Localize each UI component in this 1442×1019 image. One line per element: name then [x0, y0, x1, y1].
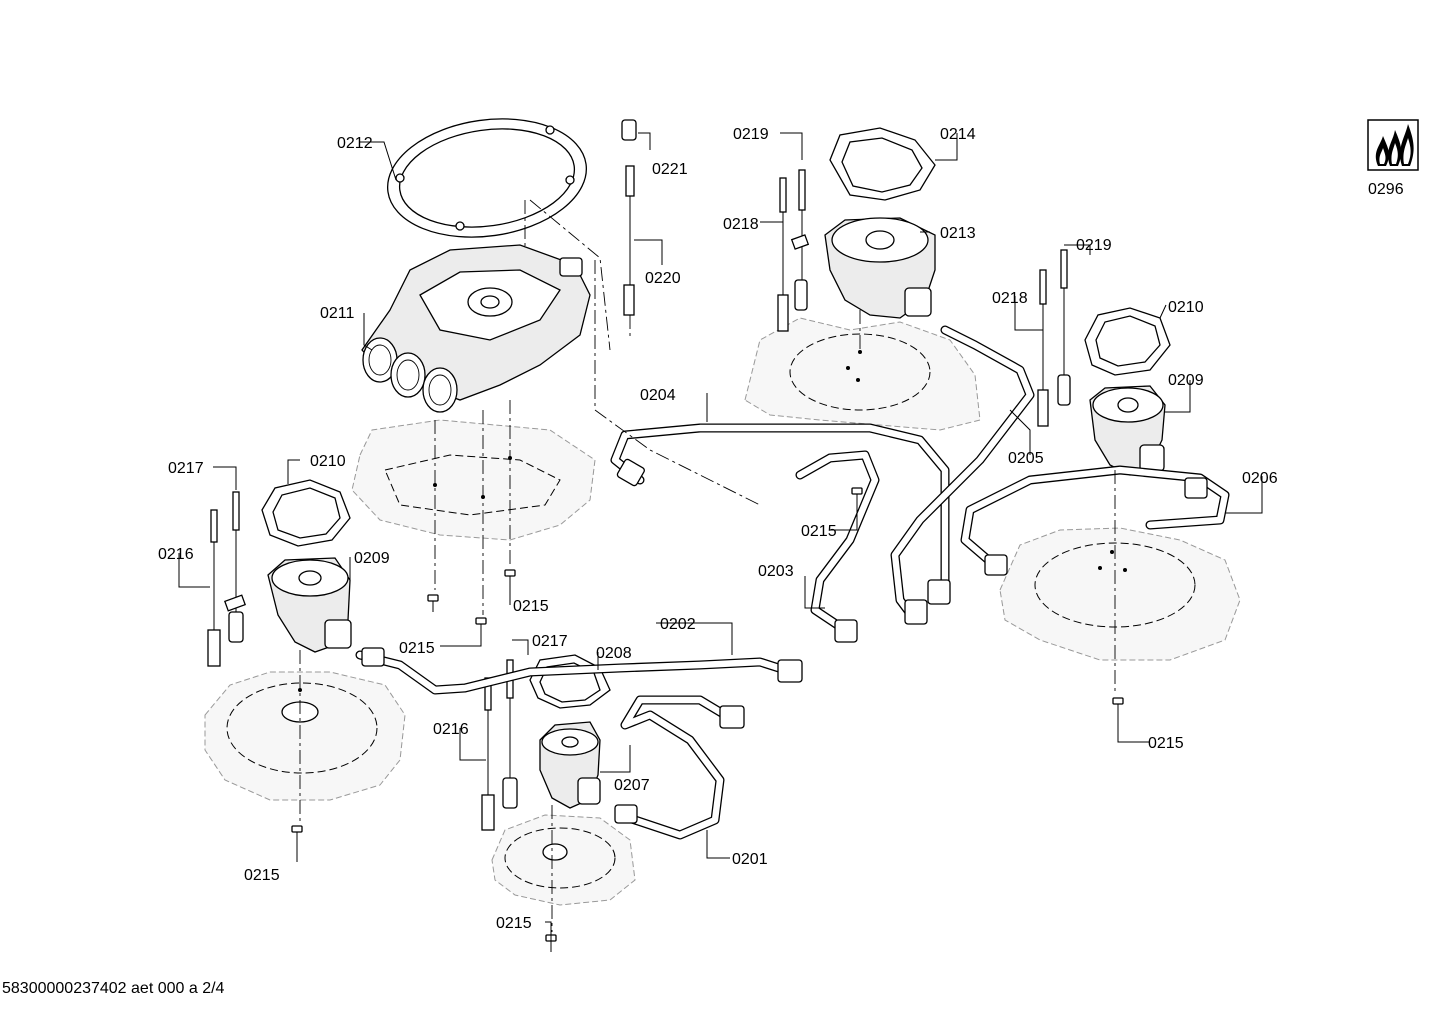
label-0203: 0203: [758, 563, 794, 580]
label-0215-center-a: 0215: [513, 598, 549, 615]
label-0209-right: 0209: [1168, 372, 1204, 389]
label-0212: 0212: [337, 135, 373, 152]
gas-pipe-0202: [355, 647, 803, 695]
label-0219-right: 0219: [1076, 237, 1112, 254]
burner-cap-top-right: [744, 317, 981, 431]
label-0215-center-b: 0215: [399, 640, 435, 657]
gas-pipe-0203: [795, 450, 880, 643]
screw-0215-left: [291, 825, 303, 843]
label-0202: 0202: [660, 616, 696, 633]
label-0214: 0214: [940, 126, 976, 143]
gas-pipe-0206: [960, 465, 1230, 576]
label-0206: 0206: [1242, 470, 1278, 487]
label-0220: 0220: [645, 270, 681, 287]
label-0210-right: 0210: [1168, 299, 1204, 316]
gas-pipe-0201: [614, 695, 745, 840]
gasket-ring-0212: [386, 118, 588, 238]
part-labels: 0212 0221 0220 0211 0219 0214 0218 0213 …: [158, 126, 1404, 932]
gasket-0210-left: [261, 479, 351, 547]
label-0208: 0208: [596, 645, 632, 662]
label-0209-left: 0209: [354, 550, 390, 567]
label-0217-left: 0217: [168, 460, 204, 477]
burner-body-0211: [361, 244, 591, 413]
burner-0213: [824, 217, 936, 319]
label-0215-right: 0215: [1148, 735, 1184, 752]
label-0201: 0201: [732, 851, 768, 868]
thermocouple-0218-top: [777, 177, 789, 332]
gasket-0214: [829, 127, 936, 201]
burner-cap-bottom: [491, 814, 636, 906]
thermocouple-0216-left: [207, 509, 221, 667]
screw-0215-center-c: [475, 617, 487, 634]
document-footer-code: 58300000237402 aet 000 a 2/4: [2, 980, 225, 997]
leader-lines: [178, 132, 1263, 952]
screw-0215-center-a: [504, 569, 516, 586]
label-0221: 0221: [652, 161, 688, 178]
burner-cap-center: [351, 419, 596, 541]
label-0205: 0205: [1008, 450, 1044, 467]
label-0218-top: 0218: [723, 216, 759, 233]
burner-0207: [539, 721, 601, 809]
label-0219-top: 0219: [733, 126, 769, 143]
label-0217-bottom: 0217: [532, 633, 568, 650]
label-0215-mid: 0215: [801, 523, 837, 540]
screw-0215-mid: [851, 487, 863, 505]
thermocouple-0218-right: [1037, 269, 1049, 427]
ignition-electrode-0219-right: [1057, 249, 1071, 406]
assembly-lines: [299, 199, 1116, 932]
label-0215-left: 0215: [244, 867, 280, 884]
screw-0215-right: [1112, 697, 1124, 716]
label-0215-bottom: 0215: [496, 915, 532, 932]
ignition-electrode-0219-top: [790, 169, 810, 311]
label-0218-right: 0218: [992, 290, 1028, 307]
burner-cap-right: [999, 527, 1241, 661]
label-0204: 0204: [640, 387, 676, 404]
screw-0215-center-b: [427, 594, 439, 612]
burner-cap-left: [204, 671, 406, 801]
label-0210-left: 0210: [310, 453, 346, 470]
label-0207: 0207: [614, 777, 650, 794]
ignition-electrode-0217-left: [223, 491, 247, 643]
burner-0209-right: [1089, 385, 1166, 476]
label-0296: 0296: [1368, 181, 1404, 198]
igniter-cap-0221: [621, 119, 637, 141]
label-0213: 0213: [940, 225, 976, 242]
burner-0209-left: [267, 557, 352, 653]
label-0216-bottom: 0216: [433, 721, 469, 738]
gas-pipe-0204: [610, 423, 951, 605]
gas-flame-icon: [1367, 119, 1419, 171]
label-0216-left: 0216: [158, 546, 194, 563]
gas-pipe-0205: [890, 325, 1035, 625]
gasket-0210-right: [1084, 307, 1171, 376]
label-0211: 0211: [320, 305, 355, 322]
thermocouple-0216-bottom: [481, 677, 495, 831]
electrode-0220: [623, 165, 635, 316]
